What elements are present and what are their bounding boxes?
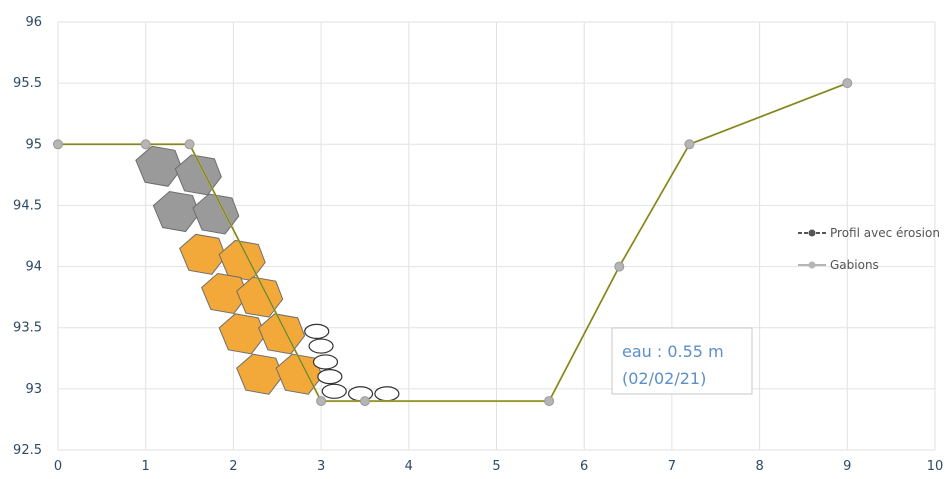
legend-marker-profil [808, 229, 816, 237]
riprap-stone [321, 383, 347, 399]
riprap-stone [308, 338, 334, 354]
legend-item-gabions: Gabions [798, 258, 879, 272]
gabion-blocks [135, 145, 400, 402]
x-tick-label: 5 [492, 459, 500, 474]
annotation-box: eau : 0.55 m (02/02/21) [611, 327, 753, 395]
gabion-block-upper [152, 191, 200, 233]
data-point [544, 396, 555, 407]
series-lines [53, 78, 853, 407]
annotation-line-1: eau : 0.55 m [622, 342, 724, 361]
y-tick-label: 93.5 [13, 321, 42, 336]
x-tick-label: 0 [54, 459, 62, 474]
gabion-block-lower [236, 276, 284, 318]
legend-label-profil: Profil avec érosion [830, 226, 940, 240]
x-tick-label: 1 [142, 459, 150, 474]
data-point [614, 261, 625, 272]
y-tick-label: 93 [25, 382, 42, 397]
grid-lines [57, 21, 936, 451]
data-point [842, 78, 853, 89]
riprap-stone [317, 369, 343, 385]
gabion-block-lower [218, 313, 266, 355]
legend-marker-gabions [808, 261, 816, 269]
legend-label-gabions: Gabions [830, 258, 879, 272]
data-point [316, 396, 327, 407]
x-tick-label: 9 [843, 459, 851, 474]
x-tick-label: 10 [927, 459, 944, 474]
x-tick-label: 3 [317, 459, 325, 474]
data-point [359, 396, 370, 407]
y-tick-label: 92.5 [13, 443, 42, 458]
y-tick-label: 94.5 [13, 198, 42, 213]
riprap-stone [304, 323, 330, 339]
riprap-stone [374, 386, 400, 402]
annotation-line-2: (02/02/21) [622, 369, 706, 388]
gabion-block-upper [135, 145, 183, 187]
gabion-block-upper [192, 193, 240, 235]
gabion-block-lower [258, 313, 306, 355]
y-tick-label: 95 [25, 137, 42, 152]
x-tick-label: 8 [755, 459, 763, 474]
x-tick-label: 2 [229, 459, 237, 474]
riprap-stone [312, 354, 339, 370]
data-point [140, 139, 151, 150]
y-tick-label: 96 [25, 15, 42, 30]
legend: Profil avec érosion Gabions [798, 226, 940, 272]
legend-item-profil: Profil avec érosion [798, 226, 940, 240]
y-tick-label: 95.5 [13, 76, 42, 91]
y-tick-label: 94 [25, 260, 42, 275]
tick-labels: 0 1 2 3 4 5 6 7 8 9 10 92.5 93 93.5 94 94.5 95 95.5 96 [13, 15, 943, 474]
gabion-block-lower [236, 353, 284, 395]
x-tick-label: 7 [668, 459, 676, 474]
data-point [684, 139, 695, 150]
data-point [184, 139, 195, 150]
x-tick-label: 6 [580, 459, 588, 474]
data-point [53, 139, 63, 150]
x-tick-label: 4 [405, 459, 413, 474]
